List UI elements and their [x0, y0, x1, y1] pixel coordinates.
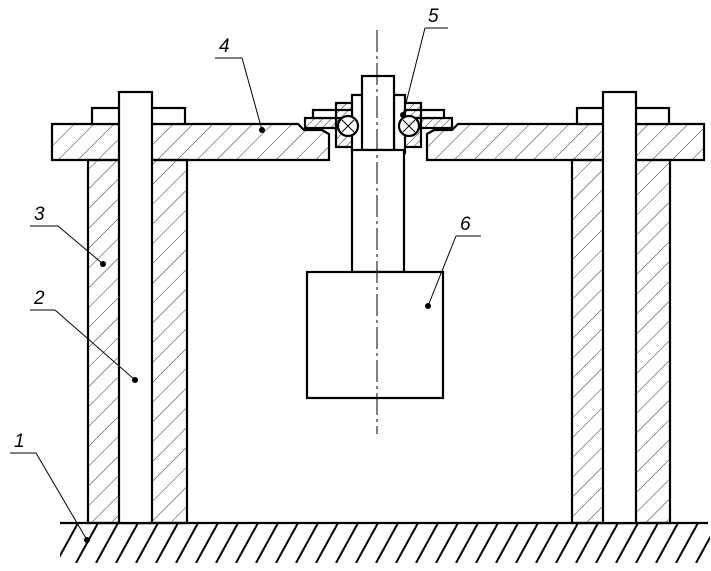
ground-hatch-stroke — [95, 523, 119, 563]
ground-hatch-stroke — [235, 523, 259, 563]
ground-hatch-stroke — [60, 523, 79, 558]
callout-6: 6 — [425, 214, 481, 309]
shaft — [350, 74, 406, 274]
left-rod — [117, 90, 154, 525]
ground-hatch-stroke — [335, 523, 359, 563]
ground-hatch-stroke — [695, 535, 710, 563]
ground-hatch-stroke — [275, 523, 299, 563]
ground-hatch-stroke — [615, 523, 639, 563]
ground-hatch-stroke — [635, 523, 659, 563]
ground-hatch-stroke — [555, 523, 579, 563]
ground-hatch-stroke — [155, 523, 179, 563]
ground-hatch-stroke — [175, 523, 199, 563]
label-1: 1 — [14, 431, 25, 452]
ground-hatch-stroke — [535, 523, 559, 563]
callout-5: 5 — [400, 6, 448, 118]
ground-hatch-stroke — [395, 523, 419, 563]
ground-hatch-stroke — [295, 523, 319, 563]
ground-hatch-stroke — [495, 523, 519, 563]
ground-hatch-stroke — [455, 523, 479, 563]
ground-hatch-stroke — [315, 523, 339, 563]
load-block — [305, 270, 445, 400]
label-5: 5 — [428, 6, 439, 27]
ground-base — [60, 521, 710, 563]
ground-hatch-stroke — [595, 523, 619, 563]
ground-hatch-stroke — [375, 523, 399, 563]
right-rod — [601, 90, 638, 525]
label-6: 6 — [460, 214, 471, 235]
ground-hatch-stroke — [475, 523, 499, 563]
ground-hatch-stroke — [195, 523, 219, 563]
label-3: 3 — [34, 204, 45, 225]
ground-hatch-stroke — [435, 523, 459, 563]
ground-hatch-stroke — [415, 523, 439, 563]
ground-hatch-stroke — [115, 523, 139, 563]
ground-hatch-stroke — [675, 523, 699, 563]
ground-hatch-stroke — [575, 523, 599, 563]
label-4: 4 — [219, 36, 230, 57]
callout-1: 1 — [10, 431, 90, 543]
ground-hatch-stroke — [135, 523, 159, 563]
ground-hatch-stroke — [655, 523, 679, 563]
ground-hatch-stroke — [355, 523, 379, 563]
ground-hatch-stroke — [215, 523, 239, 563]
callout-3: 3 — [30, 204, 106, 267]
ground-hatch-stroke — [255, 523, 279, 563]
callout-2: 2 — [30, 288, 138, 383]
ground-hatch-stroke — [515, 523, 539, 563]
label-2: 2 — [33, 288, 45, 309]
callout-4: 4 — [215, 36, 265, 133]
